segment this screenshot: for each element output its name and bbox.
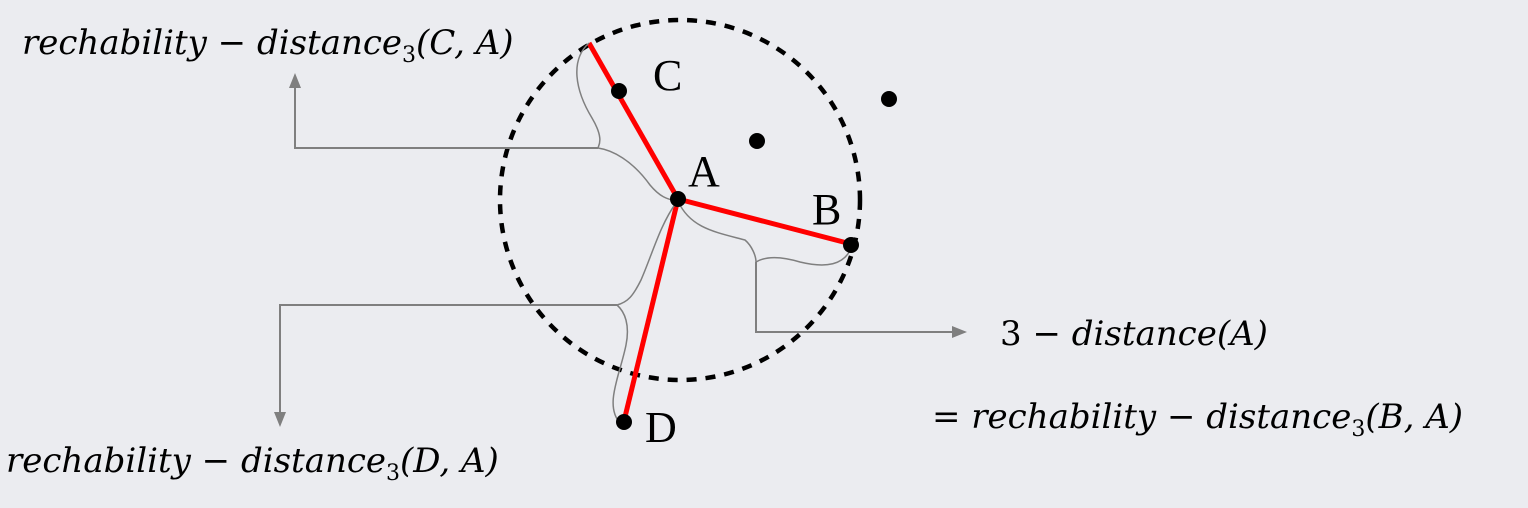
formula-reach-D-A: rechability − distance3(D, A) xyxy=(6,441,499,486)
point-D xyxy=(616,414,632,430)
k-distance-circle xyxy=(497,17,863,383)
point-C xyxy=(611,83,627,99)
brace-A-B xyxy=(677,200,853,266)
label-point-D: D xyxy=(645,403,677,452)
label-point-C: C xyxy=(653,51,682,100)
callout-D-A xyxy=(279,304,617,414)
point-A xyxy=(670,191,686,207)
arrowhead-right-icon xyxy=(952,326,967,338)
formula-reach-B-A: = rechability − distance3(B, A) xyxy=(932,397,1463,442)
arrowhead-down-icon xyxy=(274,412,286,427)
point-unlabeled-inner xyxy=(749,133,765,149)
formula-reach-C-A-sub: 3 xyxy=(402,43,416,68)
formula-reach-B-A-prefix: = rechability − distance xyxy=(932,397,1351,437)
formula-reach-C-A: rechability − distance3(C, A) xyxy=(22,23,514,68)
formula-reach-C-A-args: (C, A) xyxy=(416,23,514,63)
callout-B-A xyxy=(755,262,954,333)
formula-k-distance-A-rest: − distance(A) xyxy=(1022,314,1268,354)
formula-reach-D-A-prefix: rechability − distance xyxy=(6,441,386,481)
segment-A-C xyxy=(586,41,681,201)
label-point-B: B xyxy=(812,185,841,234)
callout-C-A xyxy=(294,86,598,149)
formula-k-distance-A-num: 3 xyxy=(1000,314,1022,354)
formula-reach-D-A-sub: 3 xyxy=(386,461,400,486)
formula-reach-B-A-args: (B, A) xyxy=(1365,397,1463,437)
point-unlabeled-outer xyxy=(881,91,897,107)
formula-k-distance-A: 3 − distance(A) xyxy=(1000,314,1268,354)
formula-reach-C-A-prefix: rechability − distance xyxy=(22,23,402,63)
point-B xyxy=(843,237,859,253)
formula-reach-D-A-args: (D, A) xyxy=(400,441,499,481)
segment-A-B xyxy=(677,196,852,247)
segment-A-D xyxy=(621,198,681,422)
label-point-A: A xyxy=(688,147,720,196)
arrowhead-up-icon xyxy=(289,73,301,88)
formula-reach-B-A-sub: 3 xyxy=(1351,417,1365,442)
